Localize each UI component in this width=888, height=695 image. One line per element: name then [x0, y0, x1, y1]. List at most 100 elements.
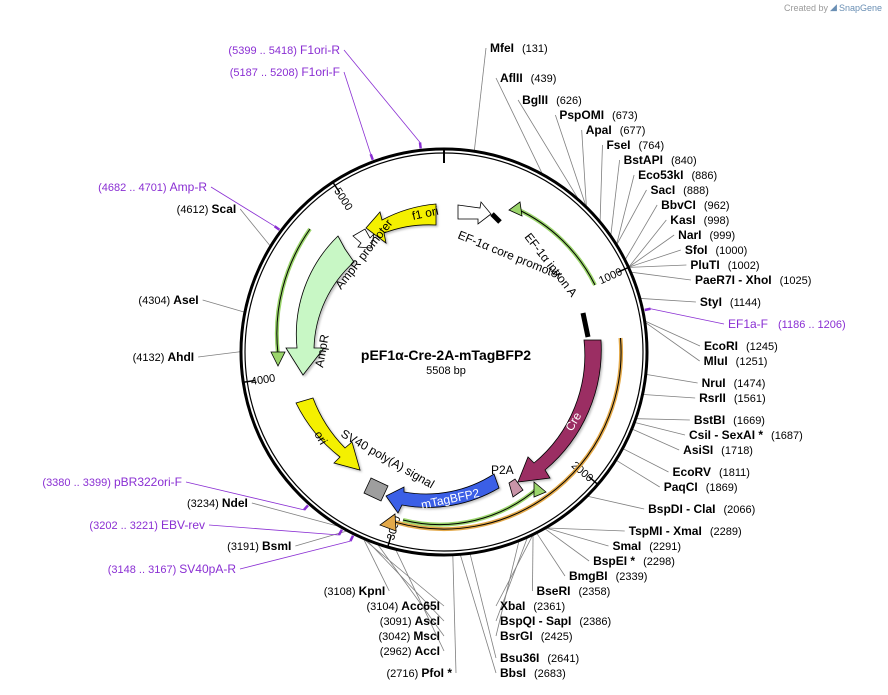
site-label[interactable]: (4132) AhdI	[133, 350, 195, 364]
site-label[interactable]: (3104) Acc65I	[366, 599, 440, 613]
site-label[interactable]: BseRI(2358)	[536, 584, 610, 598]
site-label[interactable]: KasI(998)	[670, 213, 729, 227]
site-label[interactable]: PspOMI(673)	[559, 108, 637, 122]
site-label[interactable]: PluTI(1002)	[690, 258, 759, 272]
site-label[interactable]: ApaI(677)	[586, 123, 646, 137]
leader-line	[546, 527, 609, 547]
site-label[interactable]: BsrGI(2425)	[500, 629, 572, 643]
leader-line	[640, 298, 696, 303]
leader-line	[452, 555, 457, 674]
site-label[interactable]: NarI(999)	[678, 228, 735, 242]
site-label[interactable]: SmaI(2291)	[613, 539, 681, 553]
leader-line	[536, 533, 566, 577]
leader-line	[616, 189, 647, 245]
site-label[interactable]: FseI(764)	[606, 138, 664, 152]
tick-mark	[588, 476, 598, 485]
site-label[interactable]: (3108) KpnI	[324, 584, 386, 598]
site-label[interactable]: BspDI - ClaI(2066)	[648, 502, 755, 516]
site-label[interactable]: SacI(888)	[650, 183, 708, 197]
leader-line	[473, 47, 487, 151]
site-label[interactable]: RsrII(1561)	[699, 391, 765, 405]
site-label[interactable]: BstBI(1669)	[694, 413, 765, 427]
site-label[interactable]: BbvCI(962)	[661, 198, 729, 212]
site-label[interactable]: BspQI - SapI(2386)	[500, 614, 611, 628]
primer-marks	[273, 142, 651, 542]
primer-leader-line	[239, 540, 351, 570]
site-label[interactable]: BmgBI(2339)	[569, 569, 647, 583]
leader-line	[631, 271, 692, 281]
cre-feature	[517, 339, 602, 483]
site-label[interactable]: (3042) MscI	[378, 629, 440, 643]
primer-label[interactable]: (4682 .. 4701) Amp-R	[98, 180, 207, 194]
site-label[interactable]: BspEI *(2298)	[593, 554, 675, 568]
ampr-green-arrow	[270, 351, 286, 367]
site-label[interactable]: XbaI(2361)	[500, 599, 565, 613]
primer-mark	[644, 307, 651, 312]
primer-label[interactable]: (3202 .. 3221) EBV-rev	[89, 518, 205, 532]
ef1a-black-segment	[490, 212, 502, 224]
site-label[interactable]: NruI(1474)	[702, 376, 766, 390]
cre-start-black-segment	[580, 312, 591, 338]
leader-line	[610, 159, 620, 235]
primer-leader-line	[343, 71, 372, 155]
primer-leader-line	[185, 481, 305, 511]
site-label[interactable]: EcoRI(1245)	[704, 339, 778, 353]
site-label[interactable]: AsiSI(1718)	[683, 443, 753, 457]
leader-line	[198, 351, 241, 358]
site-label[interactable]: SfoI(1000)	[685, 243, 747, 257]
leader-line	[495, 77, 543, 174]
site-label[interactable]: (3234) NdeI	[187, 496, 248, 510]
leader-line	[545, 528, 590, 562]
primer-mark	[418, 142, 422, 149]
leader-line	[616, 460, 660, 488]
site-label[interactable]: TspMI - XmaI(2289)	[629, 524, 742, 538]
snapgene-credit: Created by ◢ SnapGene	[784, 2, 882, 13]
primer-label[interactable]: EF1a-F(1186 .. 1206)	[728, 317, 846, 331]
primer-label[interactable]: (3148 .. 3167) SV40pA-R	[108, 562, 237, 576]
site-label[interactable]: (2716) PfoI *	[386, 666, 452, 680]
site-label[interactable]: MluI(1251)	[704, 354, 768, 368]
site-label[interactable]: (3191) BsmI	[227, 539, 291, 553]
leader-line	[635, 422, 686, 436]
leader-line	[581, 129, 587, 206]
leader-line	[629, 249, 681, 268]
site-label[interactable]: PaqCI(1869)	[664, 480, 738, 494]
primer-label[interactable]: (5399 .. 5418) F1ori-R	[228, 43, 340, 57]
ori-label: ori	[311, 429, 330, 448]
p2a-label: P2A	[491, 463, 514, 477]
tick-mark	[332, 182, 341, 193]
site-label[interactable]: BstAPI(840)	[624, 153, 697, 167]
ampr-green-arc-core	[276, 228, 311, 355]
ampr-label: AmpR	[312, 333, 332, 369]
plasmid-size: 5508 bp	[426, 365, 466, 377]
site-label[interactable]: BglII(626)	[522, 93, 582, 107]
tick-mark	[617, 267, 628, 274]
primer-label[interactable]: (5187 .. 5208) F1ori-F	[230, 65, 340, 79]
intron-green-arc-core	[516, 208, 596, 286]
site-label[interactable]: (4612) ScaI	[177, 202, 237, 216]
site-label[interactable]: StyI(1144)	[700, 295, 761, 309]
site-label[interactable]: Eco53kI(886)	[638, 168, 717, 182]
ampr-promoter-feature	[352, 228, 375, 249]
leader-line	[645, 322, 700, 362]
site-label[interactable]: PaeR7I - XhoI(1025)	[695, 273, 811, 287]
leader-line	[636, 418, 690, 421]
site-label[interactable]: (3091) AscI	[380, 614, 440, 628]
site-label[interactable]: (2962) AccI	[380, 644, 440, 658]
site-label[interactable]: MfeI(131)	[490, 41, 548, 55]
tick-label: 5000	[331, 186, 354, 213]
site-label[interactable]: (4304) AseI	[138, 293, 198, 307]
site-label[interactable]: CsiI - SexAI *(1687)	[689, 428, 803, 442]
site-label[interactable]: Bsu36I(2641)	[500, 651, 579, 665]
leader-line	[646, 374, 698, 384]
site-label[interactable]: AflII(439)	[500, 71, 556, 85]
primer-leader-line	[650, 308, 725, 325]
primer-label[interactable]: (3380 .. 3399) pBR322ori-F	[42, 475, 182, 489]
leader-line	[460, 555, 497, 674]
site-label[interactable]: EcoRV(1811)	[673, 465, 750, 479]
tick-label: 1000	[597, 266, 624, 287]
features	[270, 201, 624, 532]
leader-line	[495, 541, 520, 637]
plasmid-name: pEF1α-Cre-2A-mTagBFP2	[361, 347, 531, 363]
site-label[interactable]: BbsI(2683)	[500, 666, 566, 680]
